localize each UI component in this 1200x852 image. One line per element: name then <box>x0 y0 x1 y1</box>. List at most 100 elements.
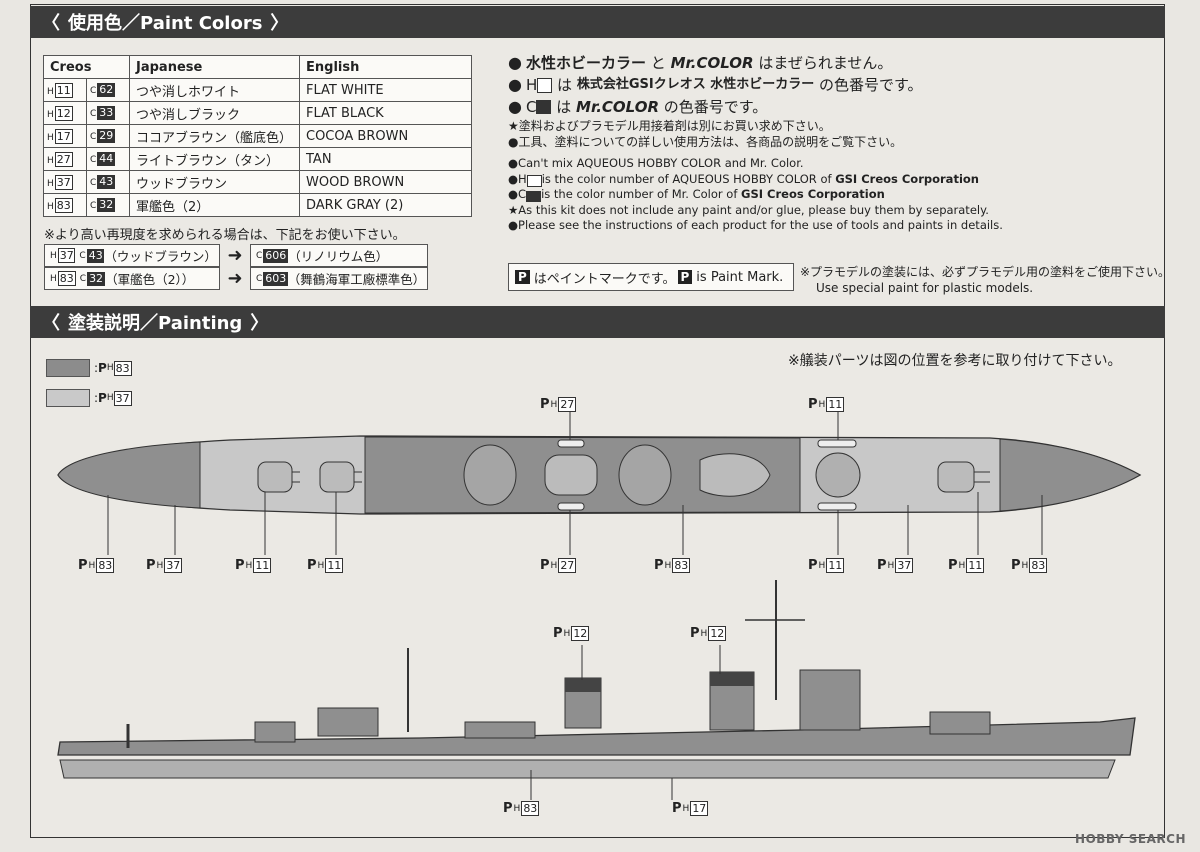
jp-note: ★塗料およびプラモデル用接着剤は別にお買い求め下さい。 <box>508 119 831 133</box>
info-text: は <box>556 98 572 116</box>
info-text: は <box>557 76 573 94</box>
arrow-right-icon: ➜ <box>227 268 243 289</box>
info-text: の色番号です。 <box>819 76 923 94</box>
legend-swatch-light <box>46 389 90 407</box>
bullet-icon: ● <box>508 53 522 72</box>
info-text: の色番号です。 <box>663 98 768 116</box>
boat <box>557 439 585 448</box>
boat <box>557 502 585 511</box>
empty-box-icon <box>537 77 553 93</box>
english-name: COCOA BROWN <box>299 124 472 148</box>
boat <box>817 439 857 448</box>
table-header: English <box>299 55 472 79</box>
paint-mark-box: P はペイントマークです。 P is Paint Mark. <box>508 263 794 291</box>
japanese-name: つや消しブラック <box>129 101 300 125</box>
chevron-left-icon: 〈 <box>42 313 60 334</box>
plastic-paint-note: ※プラモデルの塗装には、必ずプラモデル用の塗料をご使用下さい。 Use spec… <box>800 264 1170 296</box>
mr-color-logo: Mr.COLOR <box>670 54 754 72</box>
info-text: と <box>650 54 666 72</box>
filled-box-icon <box>536 100 552 114</box>
torpedo-side <box>464 721 536 739</box>
bullet-icon: ● <box>508 75 522 94</box>
en-note: ●H is the color number of AQUEOUS HOBBY … <box>508 171 979 187</box>
arrow-right-icon: ➜ <box>227 245 243 266</box>
legend-code: 37 <box>113 390 132 406</box>
painting-header: 〈 塗装説明／Painting 〉 <box>30 306 1165 338</box>
torpedo-mount <box>618 444 672 506</box>
info-line: ● H は 株式会社GSIクレオス 水性ホビーカラー の色番号です。 <box>508 74 1003 96</box>
info-text: はまぜられません。 <box>758 54 893 72</box>
info-line: ● 水性ホビーカラー と Mr.COLOR はまぜられません。 <box>508 52 1003 74</box>
en-note: ●C is the color number of Mr. Color of G… <box>508 187 885 202</box>
funnel-fore <box>699 453 771 497</box>
table-header: Japanese <box>129 55 300 79</box>
table-header-row: Creos Japanese English <box>43 55 472 79</box>
bullet-icon: ● <box>508 97 522 116</box>
ship-top-view <box>57 412 1142 555</box>
funnel-cap <box>710 672 754 686</box>
gsi-creos-logo: 株式会社GSIクレオス 水性ホビーカラー <box>576 77 815 92</box>
japanese-name: ココアブラウン（艦底色） <box>129 124 300 148</box>
japanese-name: つや消しホワイト <box>129 78 300 102</box>
boat <box>817 502 857 511</box>
torpedo-mount <box>463 444 517 506</box>
funnel-cap <box>565 678 601 692</box>
paint-colors-header: 〈 使用色／Paint Colors 〉 <box>30 6 1165 38</box>
empty-box-icon <box>526 174 542 187</box>
paint-mark-en: is Paint Mark. <box>696 269 784 285</box>
bridge-side <box>799 669 861 731</box>
filled-box-icon <box>526 191 542 202</box>
paint-mark-icon: P <box>515 270 530 284</box>
bridge <box>815 452 861 498</box>
bow-deck <box>999 438 1142 512</box>
legend-code: 83 <box>113 360 132 376</box>
hull-bottom <box>59 759 1116 779</box>
jp-note: ●工具、塗料についての詳しい使用方法は、各商品の説明をご覧下さい。 <box>508 135 903 149</box>
info-line: ● C は Mr.COLOR の色番号です。 <box>508 96 1003 118</box>
paint-mark-icon: P <box>677 270 693 284</box>
plastic-paint-note-en: Use special paint for plastic models. <box>816 281 1034 295</box>
aft-turret-side <box>317 707 379 737</box>
japanese-name: 軍艦色（2） <box>129 193 300 217</box>
c-prefix: C <box>525 98 537 116</box>
funnel-aft <box>544 454 598 496</box>
chevron-right-icon: 〉 <box>250 313 269 334</box>
english-name: DARK GRAY (2) <box>299 193 472 217</box>
reproduction-note: ※より高い再現度を求められる場合は、下記をお使い下さい。 <box>44 228 406 243</box>
turret-fore <box>937 461 975 493</box>
aft-turret-side <box>254 721 296 743</box>
english-name: FLAT BLACK <box>299 101 472 125</box>
chevron-left-icon: 〈 <box>42 13 60 34</box>
h-prefix: H <box>525 76 538 94</box>
en-note: ●Can't mix AQUEOUS HOBBY COLOR and Mr. C… <box>508 156 804 170</box>
chevron-right-icon: 〉 <box>270 13 289 34</box>
